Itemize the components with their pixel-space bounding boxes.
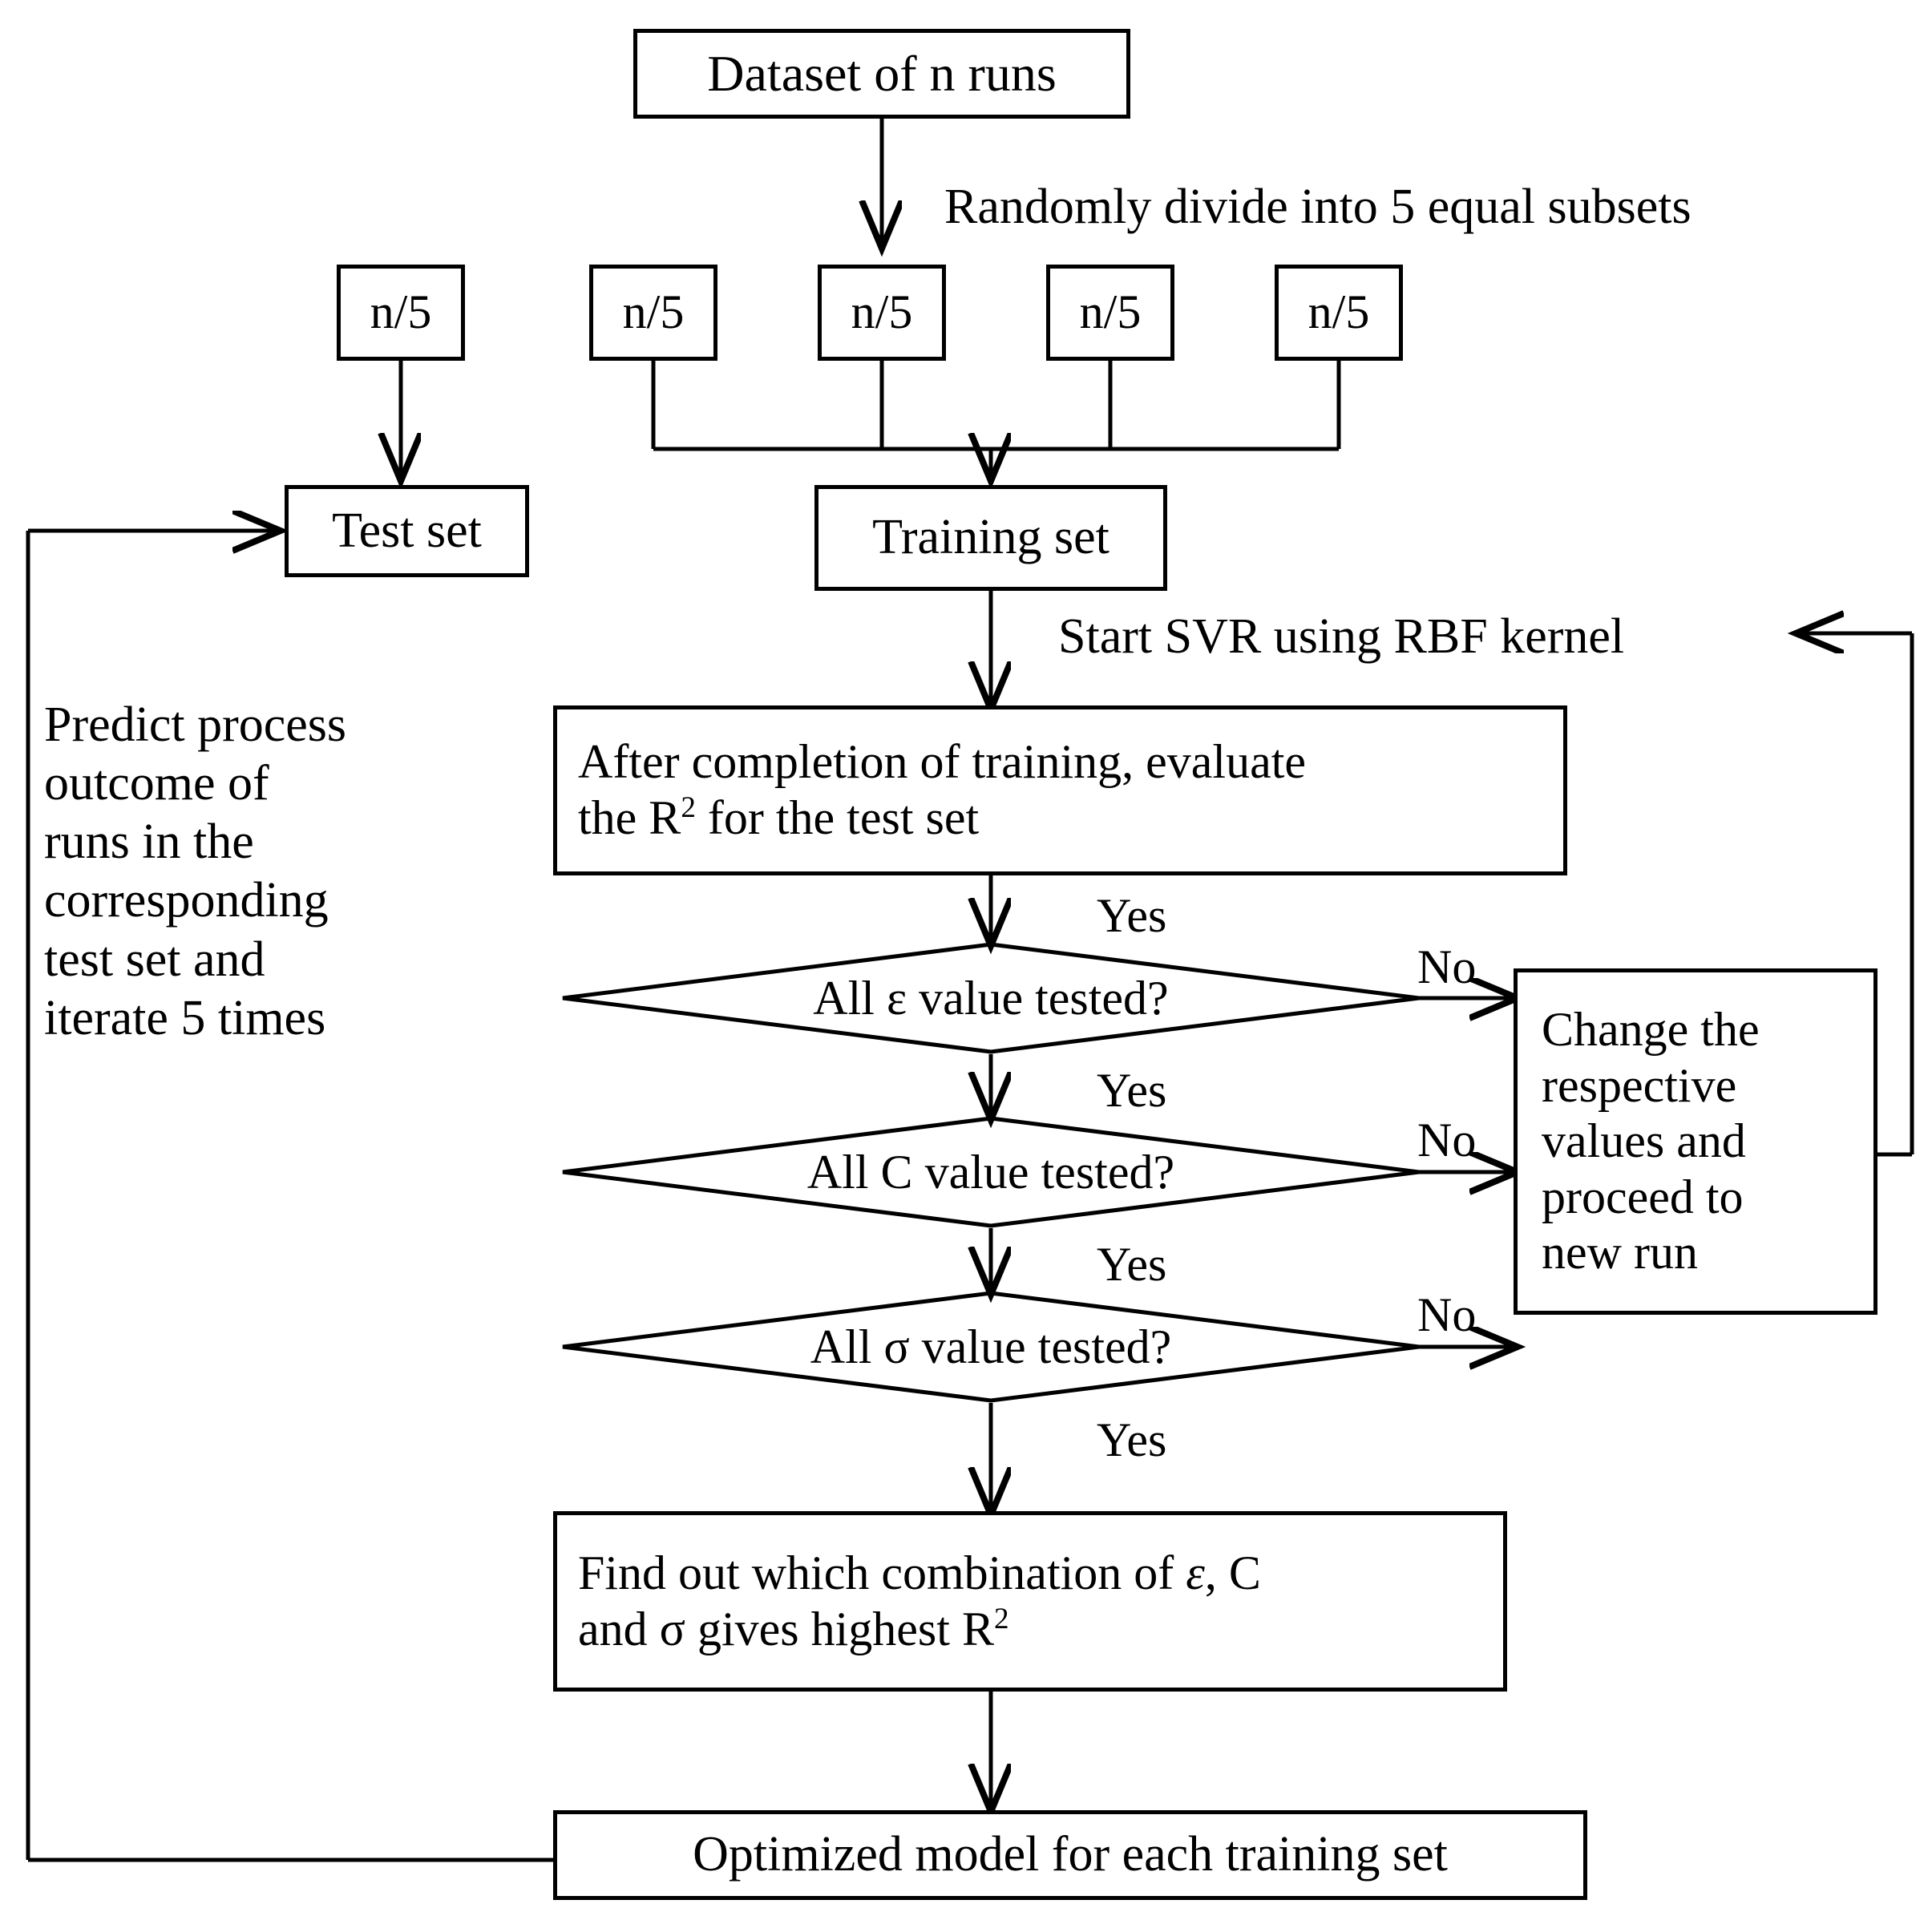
node-optimized-model[interactable]: Optimized model for each training set xyxy=(553,1810,1587,1900)
node-subset-4-label: n/5 xyxy=(1079,285,1142,339)
node-evaluate-r2[interactable]: After completion of training, evaluate t… xyxy=(553,705,1567,875)
node-findout-epsilon: ε xyxy=(1186,1546,1205,1599)
node-change-values-label: Change the respective values and proceed… xyxy=(1542,1003,1760,1279)
decision-3[interactable]: All σ value tested? xyxy=(563,1293,1419,1401)
predict-note: Predict process outcome of runs in the c… xyxy=(44,697,347,1045)
decision-2[interactable]: All C value tested? xyxy=(563,1118,1419,1226)
decision-1-yes-label: Yes xyxy=(1097,889,1167,942)
decision-3-yes-label: Yes xyxy=(1097,1238,1167,1291)
node-subset-2[interactable]: n/5 xyxy=(589,265,717,361)
node-subset-2-label: n/5 xyxy=(622,285,685,339)
node-subset-3-label: n/5 xyxy=(851,285,913,339)
node-findout-line1-post: , C xyxy=(1204,1546,1261,1599)
decision-2-yes-label: Yes xyxy=(1097,1064,1167,1117)
node-test-set-label: Test set xyxy=(332,503,482,558)
node-findout-line2-pre: and σ gives highest R xyxy=(578,1602,994,1655)
decision-3-final-yes-label: Yes xyxy=(1097,1413,1167,1466)
node-subset-5[interactable]: n/5 xyxy=(1275,265,1403,361)
decision-1[interactable]: All ε value tested? xyxy=(563,944,1419,1052)
node-subset-4[interactable]: n/5 xyxy=(1046,265,1174,361)
node-dataset-label: Dataset of n runs xyxy=(707,44,1057,102)
node-subset-1[interactable]: n/5 xyxy=(337,265,465,361)
decision-1-no-label: No xyxy=(1417,940,1477,993)
node-subset-5-label: n/5 xyxy=(1308,285,1370,339)
node-evaluate-line2-pre: the R xyxy=(578,791,681,844)
node-optimized-model-label: Optimized model for each training set xyxy=(693,1827,1448,1882)
node-change-values[interactable]: Change the respective values and proceed… xyxy=(1514,968,1877,1315)
node-find-best-combination[interactable]: Find out which combination of ε, C and σ… xyxy=(553,1511,1507,1692)
decision-1-label: All ε value tested? xyxy=(813,971,1169,1025)
node-test-set[interactable]: Test set xyxy=(285,485,529,577)
node-subset-3[interactable]: n/5 xyxy=(818,265,946,361)
node-training-set-label: Training set xyxy=(872,510,1109,565)
decision-3-no-label: No xyxy=(1417,1288,1477,1341)
decision-2-label: All C value tested? xyxy=(806,1145,1175,1199)
start-svr-caption: Start SVR using RBF kernel xyxy=(1058,609,1625,664)
node-findout-line1-pre: Find out which combination of xyxy=(578,1546,1186,1599)
node-dataset[interactable]: Dataset of n runs xyxy=(633,29,1130,119)
node-subset-1-label: n/5 xyxy=(370,285,432,339)
node-evaluate-line2-sup: 2 xyxy=(681,791,696,824)
node-training-set[interactable]: Training set xyxy=(814,485,1167,591)
decision-3-label: All σ value tested? xyxy=(810,1320,1172,1373)
split-caption: Randomly divide into 5 equal subsets xyxy=(944,180,1692,234)
node-findout-line2-sup: 2 xyxy=(993,1602,1009,1635)
node-evaluate-line2-post: for the test set xyxy=(695,791,980,844)
node-evaluate-line1: After completion of training, evaluate xyxy=(578,735,1306,789)
decision-2-no-label: No xyxy=(1417,1114,1477,1166)
